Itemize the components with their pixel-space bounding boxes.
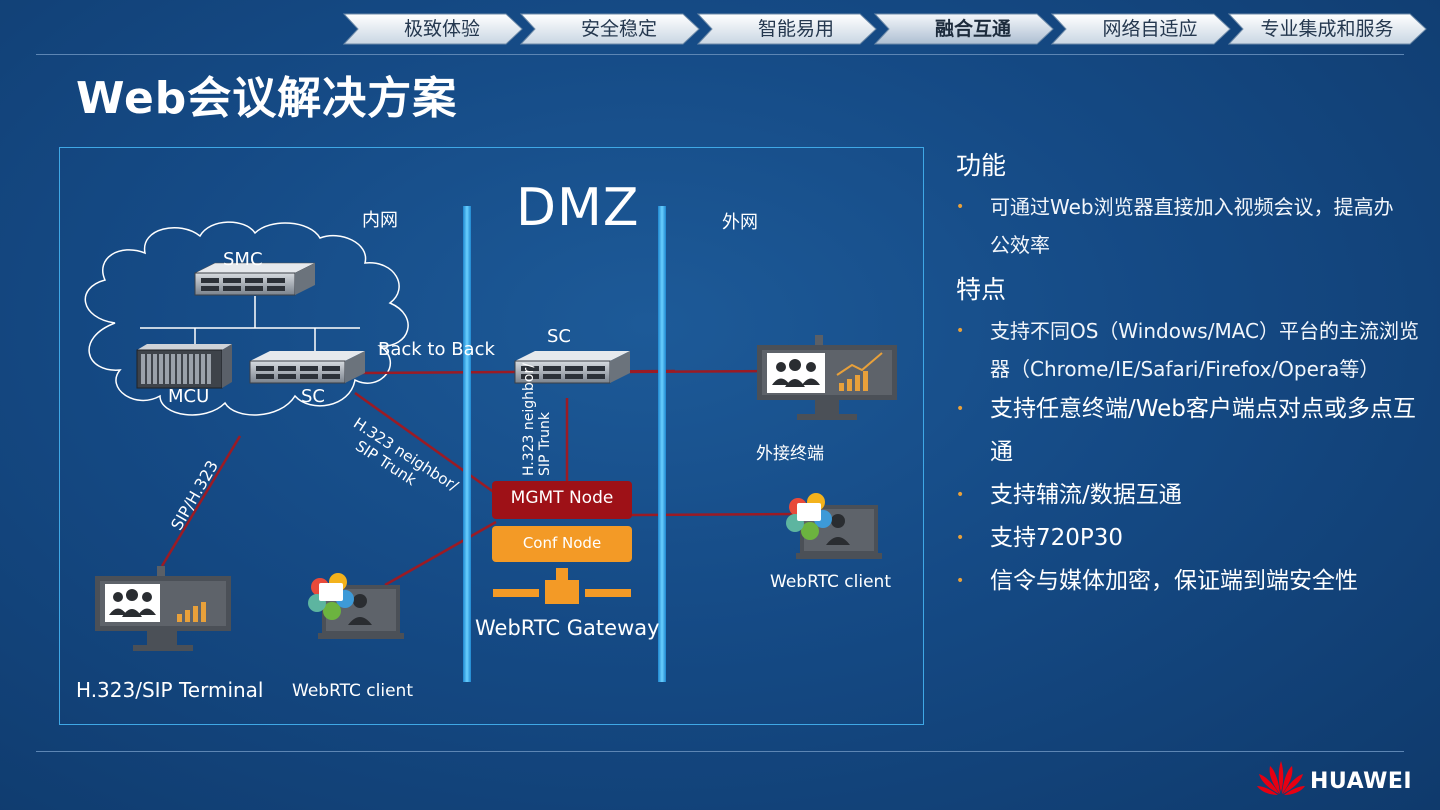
mcu-label: MCU: [168, 386, 210, 407]
brand-name: HUAWEI: [1310, 769, 1413, 794]
gateway-connector: [493, 568, 631, 604]
sc-inner-label: SC: [301, 386, 325, 407]
nav-item-adaptive[interactable]: 网络自适应: [1102, 18, 1198, 40]
mgmt-node-label: MGMT Node: [510, 488, 614, 508]
vertical-trunk-label-line1: H.323 neighbor/: [521, 363, 537, 476]
header-divider: [36, 54, 1404, 55]
dmz-left-boundary: [463, 206, 471, 682]
bullet-dot: •: [956, 323, 965, 339]
feature-nav: 极致体验 安全稳定 智能易用 融合互通 网络自适应 专业集成和服务: [342, 12, 1430, 46]
feature-item-text: 支持不同OS（Windows/MAC）平台的主流浏览器（Chrome/IE/Sa…: [990, 319, 1420, 381]
external-terminal-monitor: [757, 335, 897, 420]
intranet-label: 内网: [362, 210, 398, 231]
nav-item-interop[interactable]: 融合互通: [934, 18, 1011, 40]
conf-node-label: Conf Node: [522, 534, 602, 552]
feature-item-text: 支持辅流/数据互通: [990, 482, 1182, 508]
function-item: • 可通过Web浏览器直接加入视频会议，提高办公效率: [956, 188, 1410, 264]
footer-divider: [36, 751, 1404, 752]
h323-trunk-link: [354, 391, 496, 495]
nav-item-experience[interactable]: 极致体验: [403, 18, 480, 40]
feature-item-text: 信令与媒体加密，保证端到端安全性: [990, 568, 1358, 594]
function-heading: 功能: [956, 151, 1007, 180]
dmz-right-boundary: [658, 206, 666, 682]
external-terminal-label: 外接终端: [756, 444, 824, 464]
feature-item: • 信令与媒体加密，保证端到端安全性: [956, 560, 1426, 603]
network-diagram: DMZ 内网 外网 SMC MCU SC SC Back to Back H.3…: [59, 147, 924, 725]
nav-item-security[interactable]: 安全稳定: [580, 18, 657, 40]
bullet-dot: •: [956, 199, 965, 215]
gateway-webrtc-inner-link: [384, 520, 497, 587]
mcu-device: [136, 344, 232, 389]
page-title: Web会议解决方案: [76, 73, 458, 124]
sc-inner-server: [249, 351, 365, 384]
back-to-back-label: Back to Back: [378, 339, 495, 360]
h323-terminal-label: H.323/SIP Terminal: [76, 678, 264, 702]
feature-panel: 功能 • 可通过Web浏览器直接加入视频会议，提高办公效率 特点 • 支持不同O…: [956, 146, 1426, 603]
gateway-webrtc-outer-link: [629, 512, 796, 517]
feature-item-text: 支持720P30: [990, 525, 1124, 551]
smc-label: SMC: [223, 249, 263, 270]
bullet-dot: •: [956, 401, 965, 417]
huawei-logo-icon: [1257, 761, 1305, 795]
diagram-graphics: [84, 206, 897, 682]
vertical-trunk-label-line2: SIP Trunk: [537, 411, 553, 476]
webrtc-client-outer-icon: [786, 493, 882, 559]
bullet-dot: •: [956, 530, 965, 546]
function-item-text: 可通过Web浏览器直接加入视频会议，提高办公效率: [990, 195, 1394, 257]
intranet-cloud: [84, 221, 409, 416]
nav-item-usability[interactable]: 智能易用: [757, 18, 834, 40]
sc-dmz-label: SC: [547, 326, 571, 347]
feature-item: • 支持任意终端/Web客户端点对点或多点互通: [956, 388, 1426, 474]
nav-item-services[interactable]: 专业集成和服务: [1260, 18, 1394, 40]
sip-h323-link: [160, 435, 242, 567]
connection-lines: [160, 369, 796, 587]
feature-item: • 支持辅流/数据互通: [956, 474, 1426, 517]
nav-chevrons: [342, 13, 1427, 45]
dmz-label: DMZ: [516, 178, 640, 238]
sc-dmz-server: [514, 351, 630, 384]
extranet-label: 外网: [722, 212, 758, 233]
smc-server: [194, 262, 316, 296]
webrtc-client-inner-icon: [308, 573, 404, 639]
vertical-trunk-label: H.323 neighbor/ SIP Trunk: [521, 363, 553, 476]
conf-node-box: [492, 526, 632, 562]
feature-heading: 特点: [956, 275, 1007, 304]
webrtc-gateway-label: WebRTC Gateway: [475, 616, 660, 640]
bullet-dot: •: [956, 487, 965, 503]
sc-external-terminal-link: [624, 369, 781, 374]
feature-item: • 支持720P30: [956, 517, 1426, 560]
bullet-dot: •: [956, 573, 965, 589]
feature-item: • 支持不同OS（Windows/MAC）平台的主流浏览器（Chrome/IE/…: [956, 312, 1426, 388]
h323-terminal-monitor: [95, 566, 231, 651]
webrtc-client-inner-label: WebRTC client: [292, 681, 413, 701]
feature-item-text: 支持任意终端/Web客户端点对点或多点互通: [990, 396, 1416, 465]
mgmt-node-box: [492, 481, 632, 519]
webrtc-client-outer-label: WebRTC client: [770, 572, 891, 592]
